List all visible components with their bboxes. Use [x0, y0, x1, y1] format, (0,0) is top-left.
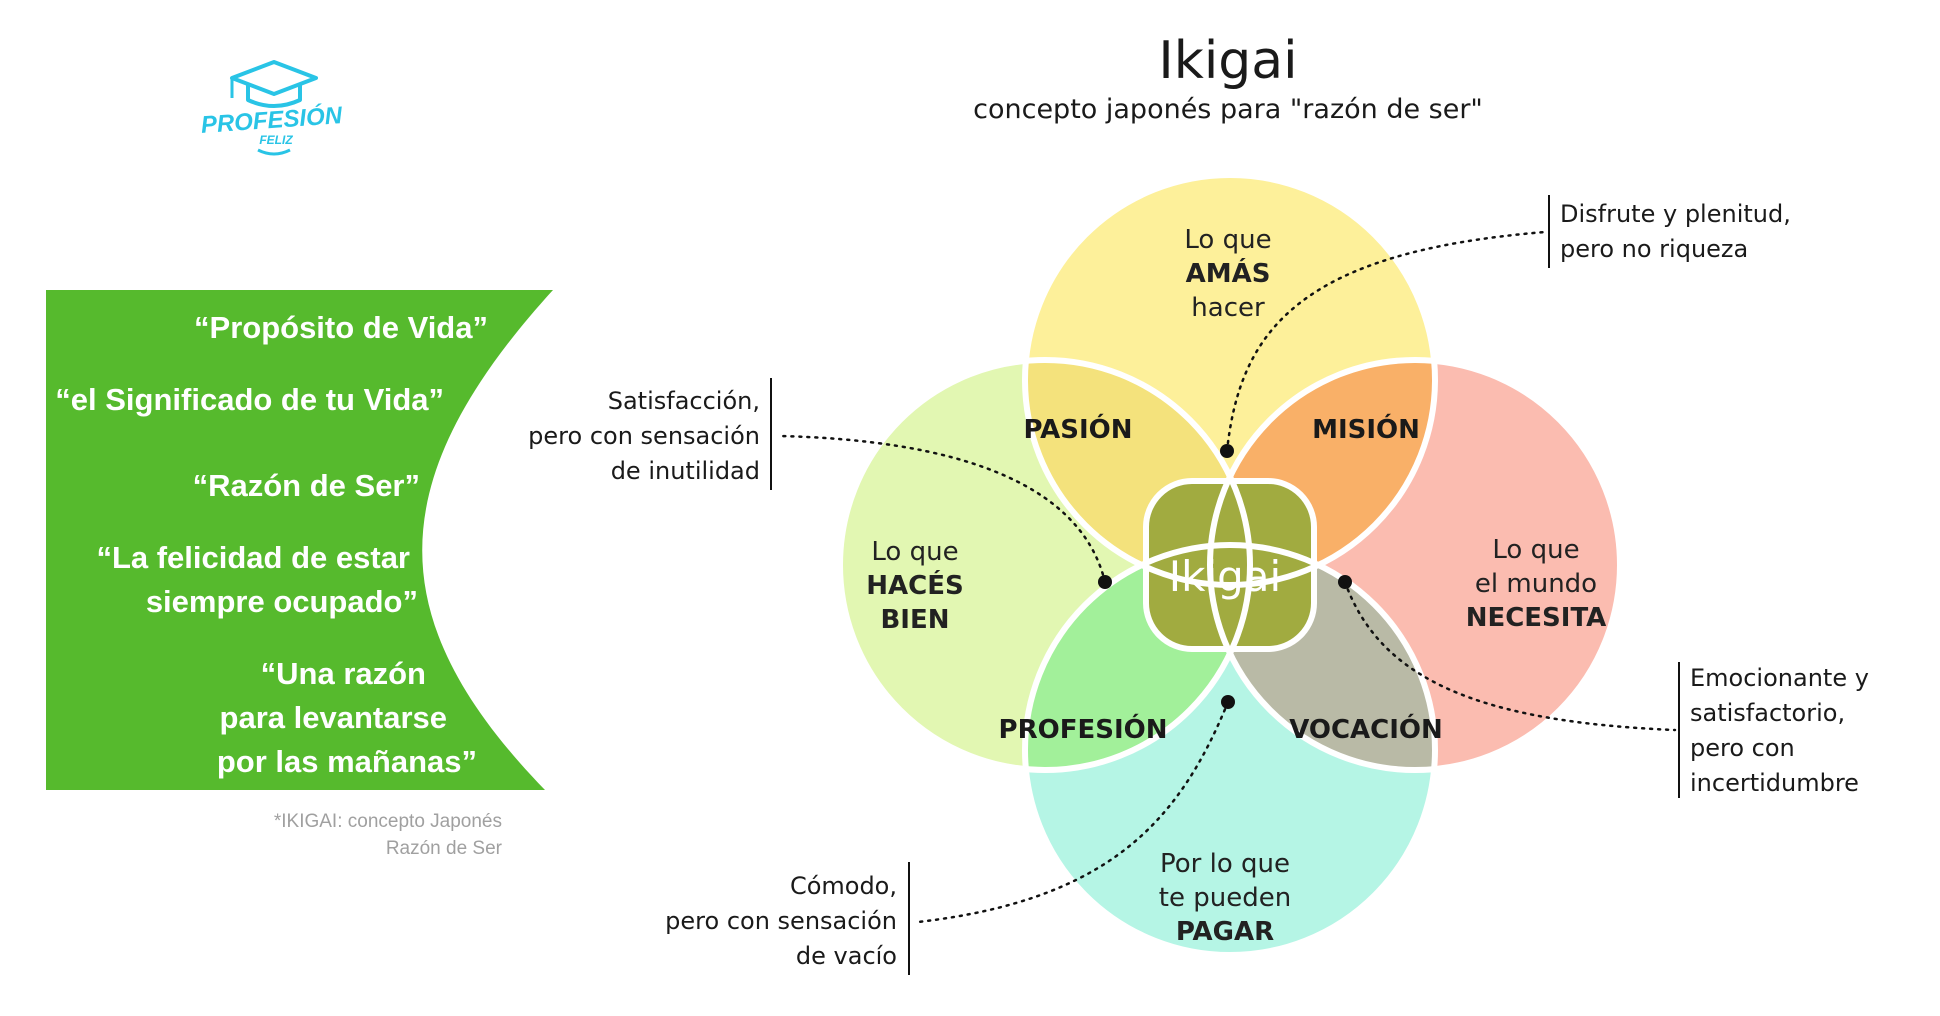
note-left-line1: Satisfacción, [608, 387, 760, 415]
leader-lines [778, 230, 1677, 924]
note-bars [770, 195, 1680, 975]
label-pasion: PASIÓN [1023, 413, 1132, 445]
quote-levantarse-line3: por las mañanas” [217, 744, 477, 779]
venn-outlines [837, 172, 1623, 958]
label-mision: MISIÓN [1312, 413, 1420, 445]
leader-right [1343, 580, 1677, 732]
page-subtitle: concepto japonés para "razón de ser" [973, 94, 1483, 125]
note-top-right-line1: Disfrute y plenitud, [1560, 200, 1791, 228]
label-necesita-line2: el mundo [1475, 569, 1597, 599]
footnote-line2: Razón de Ser [386, 838, 503, 859]
logo-text-feliz: FELIZ [259, 133, 293, 147]
profesion-feliz-logo: PROFESIÓN FELIZ [200, 60, 344, 156]
label-amas-line3: hacer [1191, 293, 1265, 323]
note-top-right-line2: pero no riqueza [1560, 235, 1748, 263]
footnote-line1: *IKIGAI: concepto Japonés [274, 811, 502, 832]
leader-left [778, 434, 1107, 584]
quote-levantarse-line2: para levantarse [220, 700, 447, 735]
note-right-line2: satisfactorio, [1690, 699, 1845, 727]
region-ikigai [1146, 481, 1314, 649]
quote-felicidad-line2: siempre ocupado” [146, 584, 418, 619]
label-haces-line1: Lo que [871, 537, 958, 567]
note-right-line1: Emocionante y [1690, 664, 1869, 692]
label-amas-line1: Lo que [1184, 225, 1271, 255]
label-amas-line2: AMÁS [1186, 257, 1271, 289]
label-pagar-line3: PAGAR [1176, 917, 1274, 947]
note-bottom-line3: de vacío [796, 942, 897, 970]
note-bottom-line2: pero con sensación [665, 907, 897, 935]
label-pagar-line1: Por lo que [1160, 849, 1290, 879]
graduation-cap-icon [230, 60, 318, 108]
quote-significado: “el Significado de tu Vida” [55, 382, 444, 417]
quotes-panel-background [46, 290, 553, 790]
label-haces-line2: HACÉS [866, 569, 963, 601]
leader-bottom [916, 700, 1230, 924]
quote-proposito: “Propósito de Vida” [194, 310, 488, 345]
note-right-line3: pero con [1690, 734, 1795, 762]
quote-felicidad-line1: “La felicidad de estar [96, 540, 410, 575]
note-left-line2: pero con sensación [528, 422, 760, 450]
page-title: Ikigai [1158, 31, 1297, 91]
quote-levantarse-line1: “Una razón [261, 656, 426, 691]
label-vocacion: VOCACIÓN [1289, 713, 1443, 745]
label-haces-line3: BIEN [880, 605, 949, 635]
label-pagar-line2: te pueden [1159, 883, 1291, 913]
label-necesita-line1: Lo que [1492, 535, 1579, 565]
label-profesion: PROFESIÓN [999, 713, 1168, 745]
leader-top-right [1225, 230, 1547, 453]
note-left-line3: de inutilidad [611, 457, 760, 485]
label-necesita-line3: NECESITA [1466, 603, 1607, 633]
note-right-line4: incertidumbre [1690, 769, 1859, 797]
quotes-panel: “Propósito de Vida” “el Significado de t… [46, 290, 553, 790]
quote-razon-de-ser: “Razón de Ser” [193, 468, 420, 503]
label-ikigai-center: Ikigai [1169, 552, 1281, 601]
note-bottom-line1: Cómodo, [790, 872, 897, 900]
